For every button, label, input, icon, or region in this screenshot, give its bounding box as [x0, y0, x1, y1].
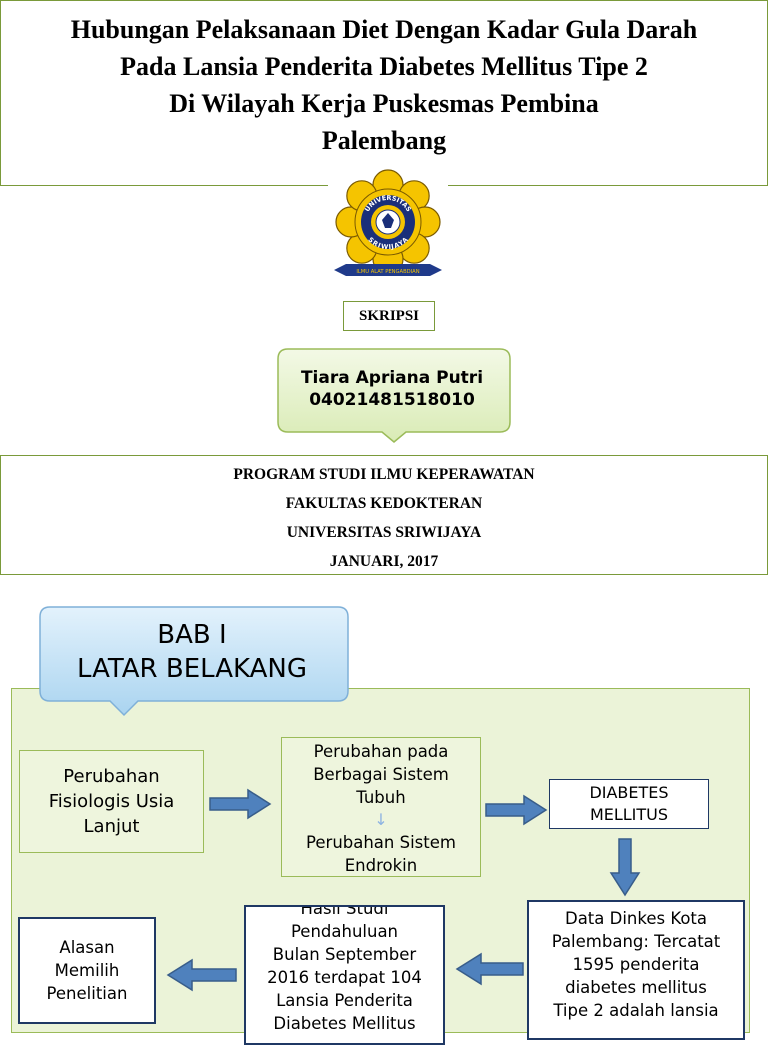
box-line: Data Dinkes Kota [564, 909, 708, 928]
box-line: Fisiologis Usia [48, 791, 175, 812]
chapter-heading: BAB I LATAR BELAKANG [38, 618, 346, 692]
right-arrow-icon [485, 794, 548, 826]
box-diabetes: DIABETES MELLITUS [549, 779, 709, 829]
program-line-2: FAKULTAS KEDOKTERAN [285, 495, 483, 512]
title-box: Hubungan Pelaksanaan Diet Dengan Kadar G… [0, 0, 768, 186]
box-line: Hasil Studi [300, 905, 389, 918]
program-line-3: UNIVERSITAS SRIWIJAYA [286, 524, 482, 541]
title-line-4: Palembang [321, 126, 447, 155]
program-line-1: PROGRAM STUDI ILMU KEPERAWATAN [233, 466, 535, 483]
box-line: diabetes mellitus [565, 978, 707, 997]
box-research-reason: Alasan Memilih Penelitian [18, 917, 156, 1024]
author-info: Tiara Apriana Putri 04021481518010 [277, 367, 507, 417]
title-line-2: Pada Lansia Penderita Diabetes Mellitus … [120, 52, 648, 81]
box-line: Perubahan pada [313, 741, 449, 761]
box-age-physiology: Perubahan Fisiologis Usia Lanjut [19, 750, 204, 853]
chapter-number: BAB I [157, 620, 227, 650]
box-system-changes: Perubahan pada Berbagai Sistem Tubuh ↓ P… [281, 737, 481, 877]
box-line: Tipe 2 adalah lansia [553, 1001, 719, 1020]
box-line: Memilih [54, 961, 120, 980]
author-nim: 04021481518010 [309, 390, 475, 410]
box-line: Penelitian [46, 984, 128, 1003]
title-line-3: Di Wilayah Kerja Puskesmas Pembina [169, 89, 599, 118]
author-name: Tiara Apriana Putri [300, 368, 484, 388]
box-line: 2016 terdapat 104 [267, 968, 422, 987]
chapter-title: LATAR BELAKANG [77, 654, 307, 684]
left-arrow-icon [166, 958, 237, 992]
author-callout-shape [277, 348, 511, 443]
left-arrow-icon [455, 952, 524, 986]
document-type-label: SKRIPSI [343, 301, 435, 331]
box-line: Lansia Penderita [276, 991, 413, 1010]
box-line: Lanjut [83, 816, 140, 837]
box-health-office-data: Data Dinkes Kota Palembang: Tercatat 159… [527, 900, 745, 1040]
box-line: 1595 penderita [572, 955, 700, 974]
program-line-4: JANUARI, 2017 [329, 553, 439, 570]
title-line-1: Hubungan Pelaksanaan Diet Dengan Kadar G… [70, 15, 698, 44]
chapter-callout-shape [39, 606, 349, 717]
right-arrow-icon [209, 788, 272, 820]
box-line: Tubuh [356, 787, 406, 807]
university-logo: UNIVERSITAS SRIWIJAYA ILMU ALAT PENGABDI… [328, 166, 448, 286]
box-line: Palembang: Tercatat [551, 932, 721, 951]
down-arrow-icon: ↓ [374, 809, 388, 829]
logo-ribbon-text: ILMU ALAT PENGABDIAN [356, 269, 419, 275]
box-line: Berbagai Sistem [313, 764, 449, 784]
box-line: MELLITUS [589, 805, 669, 824]
box-preliminary-study: Hasil Studi Pendahuluan Bulan September … [244, 905, 445, 1045]
box-line: Alasan [59, 938, 115, 957]
box-line: Endrokin [344, 855, 418, 875]
box-line: Bulan September [272, 945, 417, 964]
box-line: DIABETES [589, 783, 669, 802]
box-line: Perubahan Sistem [306, 832, 456, 852]
institution-box: PROGRAM STUDI ILMU KEPERAWATAN FAKULTAS … [0, 455, 768, 575]
down-arrow-icon [609, 838, 641, 897]
box-line: Pendahuluan [290, 922, 399, 941]
box-line: Perubahan [63, 766, 160, 787]
